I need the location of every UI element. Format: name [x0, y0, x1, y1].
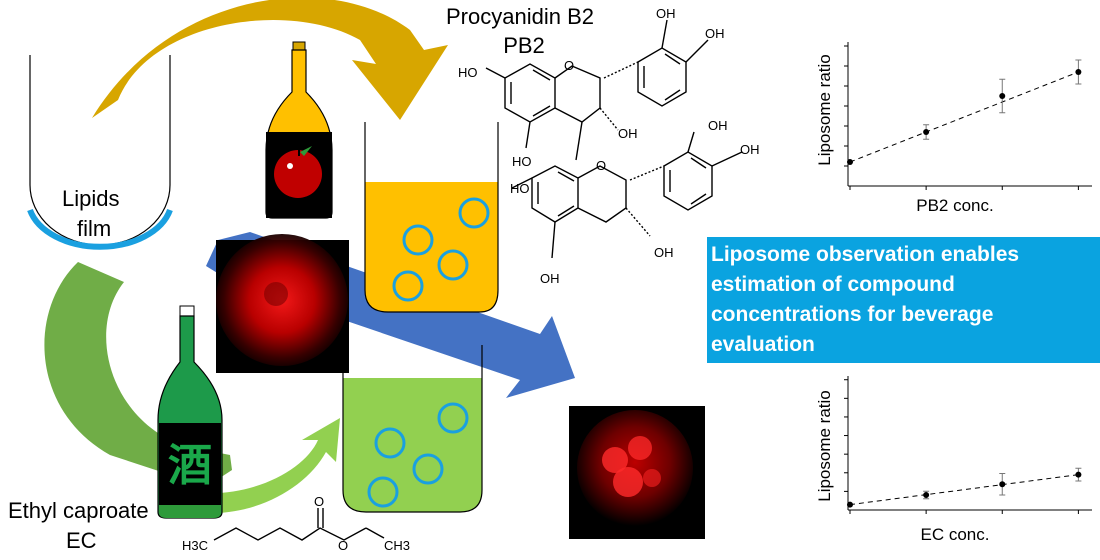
chart-ec-data-point [999, 481, 1006, 488]
chem-o-4: O [338, 538, 348, 553]
chart-ec-data-point [847, 501, 853, 508]
lipids-film-label-1: Lipids [62, 186, 119, 211]
pb2-abbr: PB2 [503, 33, 545, 58]
micrograph-2 [569, 406, 705, 539]
chart-pb2-xlabel: PB2 conc. [916, 196, 994, 215]
orange-flow-arrow [92, 0, 448, 120]
juice-bottle [265, 41, 333, 219]
green-flow-arrow [44, 262, 232, 500]
chart-ec-ylabel: Liposome ratio [815, 390, 834, 502]
ethyl-caproate-structure [213, 508, 385, 541]
chem-o-2: O [596, 158, 606, 173]
chart-pb2-data-point [847, 159, 853, 165]
chem-h3c: H3C [182, 538, 208, 553]
lipids-film-label-2: film [77, 216, 111, 241]
chart-pb2-data-point [923, 129, 930, 135]
chart-pb2-data-point [999, 93, 1006, 99]
orange-liposome-cup [364, 122, 499, 313]
pb2-name: Procyanidin B2 [446, 4, 594, 29]
chart-pb2-data-point [1075, 69, 1082, 75]
chem-ho-1: HO [458, 65, 478, 80]
procyanidin-b2-structure [485, 19, 743, 259]
chem-oh-1: OH [656, 6, 676, 21]
chem-ch3: CH3 [384, 538, 410, 553]
chart-pb2-ylabel: Liposome ratio [815, 54, 834, 166]
chem-oh-7: OH [540, 271, 560, 286]
lipid-film-dish [27, 55, 173, 250]
sake-bottle [157, 305, 223, 519]
chart-pb2 [844, 42, 1092, 190]
chem-oh-3: OH [618, 126, 638, 141]
chem-oh-6: OH [654, 245, 674, 260]
chem-o-1: O [564, 58, 574, 73]
chart-ec-xlabel: EC conc. [921, 525, 990, 544]
chart-ec-trendline [849, 474, 1079, 506]
chem-ho-3: HO [510, 181, 530, 196]
ec-abbr: EC [66, 528, 97, 553]
chem-oh-2: OH [705, 26, 725, 41]
chart-pb2-trendline [849, 71, 1079, 163]
sake-character: 酒 [168, 440, 212, 491]
conclusion-banner-text: Liposome observation enables estimation … [711, 243, 1020, 356]
chem-oh-4: OH [708, 118, 728, 133]
chart-ec-data-point [923, 491, 930, 498]
chem-o-3: O [314, 494, 324, 509]
micrograph-1 [216, 234, 349, 373]
chart-ec [844, 376, 1092, 514]
chart-ec-data-point [1075, 471, 1082, 478]
chem-ho-2: HO [512, 154, 532, 169]
green-liposome-cup [342, 345, 483, 513]
chem-oh-5: OH [740, 142, 760, 157]
conclusion-banner [707, 237, 1100, 363]
ec-name: Ethyl caproate [8, 498, 149, 523]
